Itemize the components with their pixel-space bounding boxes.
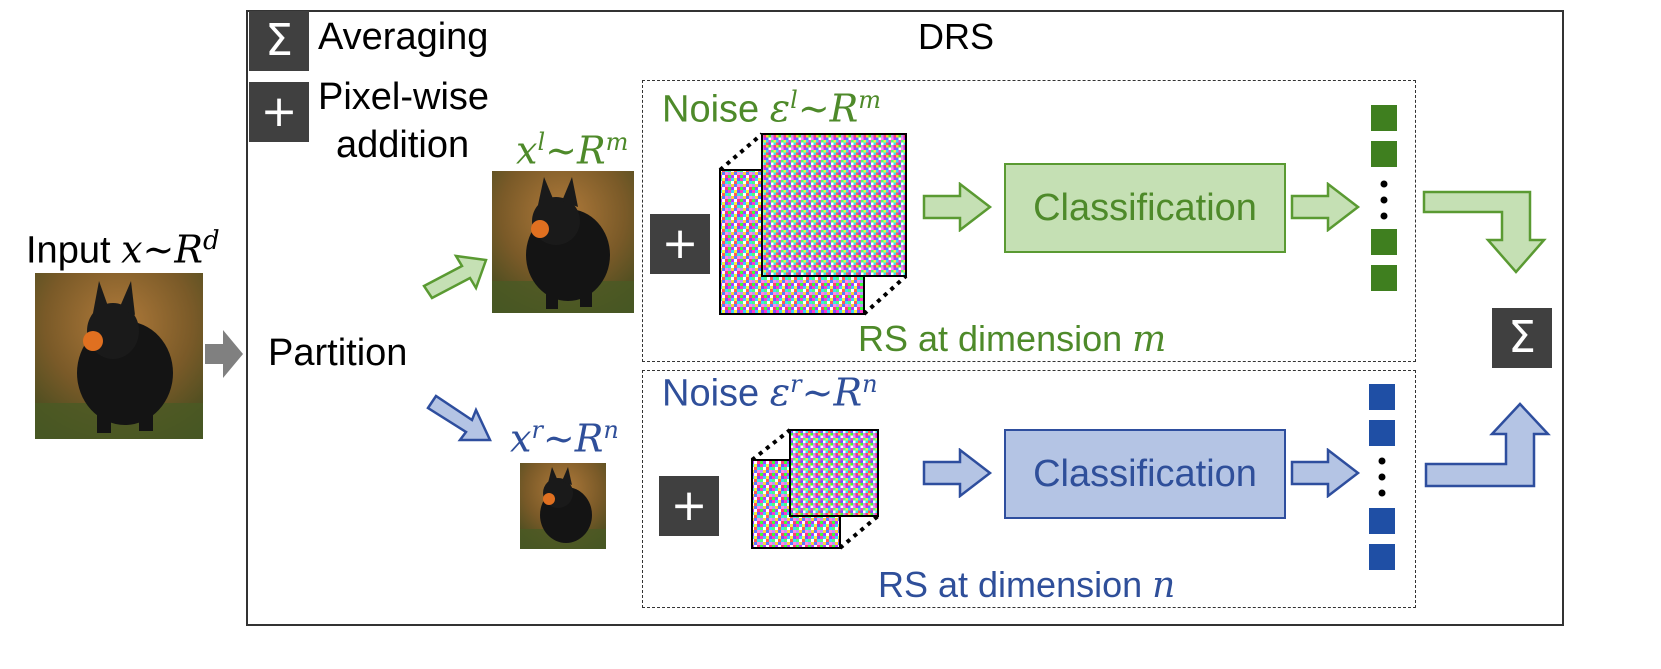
branch-m-noise-prefix: Noise — [662, 88, 770, 131]
branch-m-elbow-arrow — [1422, 190, 1547, 274]
partition-label: Partition — [268, 332, 408, 374]
right-part-sup1: r — [531, 416, 543, 444]
left-part-x: x — [516, 128, 538, 173]
branch-n-noise-eps: ε — [769, 370, 791, 415]
plus-icon: + — [661, 218, 699, 269]
branch-m-box — [642, 80, 1416, 362]
branch-m-arrow-out — [1290, 182, 1361, 232]
branch-m-output-square — [1371, 141, 1397, 167]
branch-n-footer: RS at dimension n — [878, 564, 1175, 606]
branch-m-classifier: Classification — [1004, 163, 1286, 253]
branch-n-output-ellipsis — [1378, 457, 1386, 497]
branch-m-noise-sup1: l — [790, 86, 798, 114]
addition-label-line1: Pixel-wise — [318, 76, 490, 118]
branch-n-box — [642, 370, 1416, 608]
branch-m-footer-math: m — [1132, 319, 1167, 360]
left-part-label: xl∼Rm — [516, 128, 628, 174]
right-part-mid: ∼R — [542, 416, 604, 461]
branch-m-output-square — [1371, 229, 1397, 255]
branch-n-classifier: Classification — [1004, 429, 1286, 519]
branch-n-output-square — [1369, 420, 1395, 446]
left-part-sup2: m — [605, 128, 629, 156]
sigma-icon: Σ — [1508, 312, 1536, 363]
input-math: x∼R — [121, 227, 203, 272]
addition-label-line2: addition — [336, 124, 470, 166]
arrow-right-icon — [205, 330, 243, 378]
branch-n-output-square — [1369, 384, 1395, 410]
branch-m-output-ellipsis — [1380, 180, 1388, 220]
branch-n-noise-sup2: n — [862, 370, 878, 398]
noise-image — [718, 132, 908, 316]
branch-m-noise-mid: ∼R — [797, 86, 859, 131]
input-label: Input x∼Rd — [26, 226, 220, 273]
left-part-sup1: l — [537, 128, 546, 156]
right-part-dog-photo — [520, 463, 606, 549]
input-prefix: Input — [26, 229, 122, 272]
branch-m-arrow-in — [922, 182, 993, 232]
diagram-title: DRS — [918, 16, 995, 57]
branch-n-output-square — [1369, 544, 1395, 570]
averaging-label: Averaging — [318, 16, 489, 58]
branch-n-footer-math: n — [1152, 565, 1176, 606]
branch-n-footer-text: RS at dimension — [878, 564, 1153, 605]
branch-m-footer: RS at dimension m — [858, 318, 1166, 360]
arrow-to-left-part-icon — [422, 254, 488, 300]
branch-m-output-square — [1371, 105, 1397, 131]
drs-frame — [246, 10, 1564, 626]
left-part-dog-photo — [492, 171, 634, 313]
branch-n-arrow-out — [1290, 448, 1361, 498]
branch-n-plus-box: + — [659, 476, 719, 536]
input-sup: d — [202, 226, 220, 256]
dog-photo — [35, 273, 203, 439]
branch-n-output-square — [1369, 508, 1395, 534]
addition-plus-box: + — [249, 82, 309, 142]
left-part-mid: ∼R — [545, 128, 606, 173]
arrow-to-right-part-icon — [426, 394, 492, 442]
noise-image — [750, 428, 880, 550]
branch-m-noise-eps: ε — [769, 86, 791, 131]
branch-n-noise-label: Noise εr∼Rn — [662, 370, 878, 416]
branch-m-noise-sup2: m — [858, 86, 882, 114]
branch-m-noise-label: Noise εl∼Rm — [662, 86, 881, 132]
plus-icon: + — [260, 86, 298, 137]
plus-icon: + — [670, 480, 708, 531]
aggregate-sigma-box: Σ — [1492, 308, 1552, 368]
branch-m-output-square — [1371, 265, 1397, 291]
branch-m-plus-box: + — [650, 214, 710, 274]
averaging-sigma-box: Σ — [249, 11, 309, 71]
right-part-sup2: n — [603, 416, 619, 444]
branch-n-arrow-in — [922, 448, 993, 498]
branch-n-elbow-arrow — [1424, 402, 1551, 488]
branch-m-footer-text: RS at dimension — [858, 318, 1133, 359]
sigma-icon: Σ — [265, 15, 293, 66]
branch-n-noise-prefix: Noise — [662, 372, 770, 415]
right-part-x: x — [510, 416, 532, 461]
branch-n-noise-mid: ∼R — [801, 370, 863, 415]
right-part-label: xr∼Rn — [510, 416, 619, 462]
branch-n-noise-sup1: r — [790, 370, 802, 398]
